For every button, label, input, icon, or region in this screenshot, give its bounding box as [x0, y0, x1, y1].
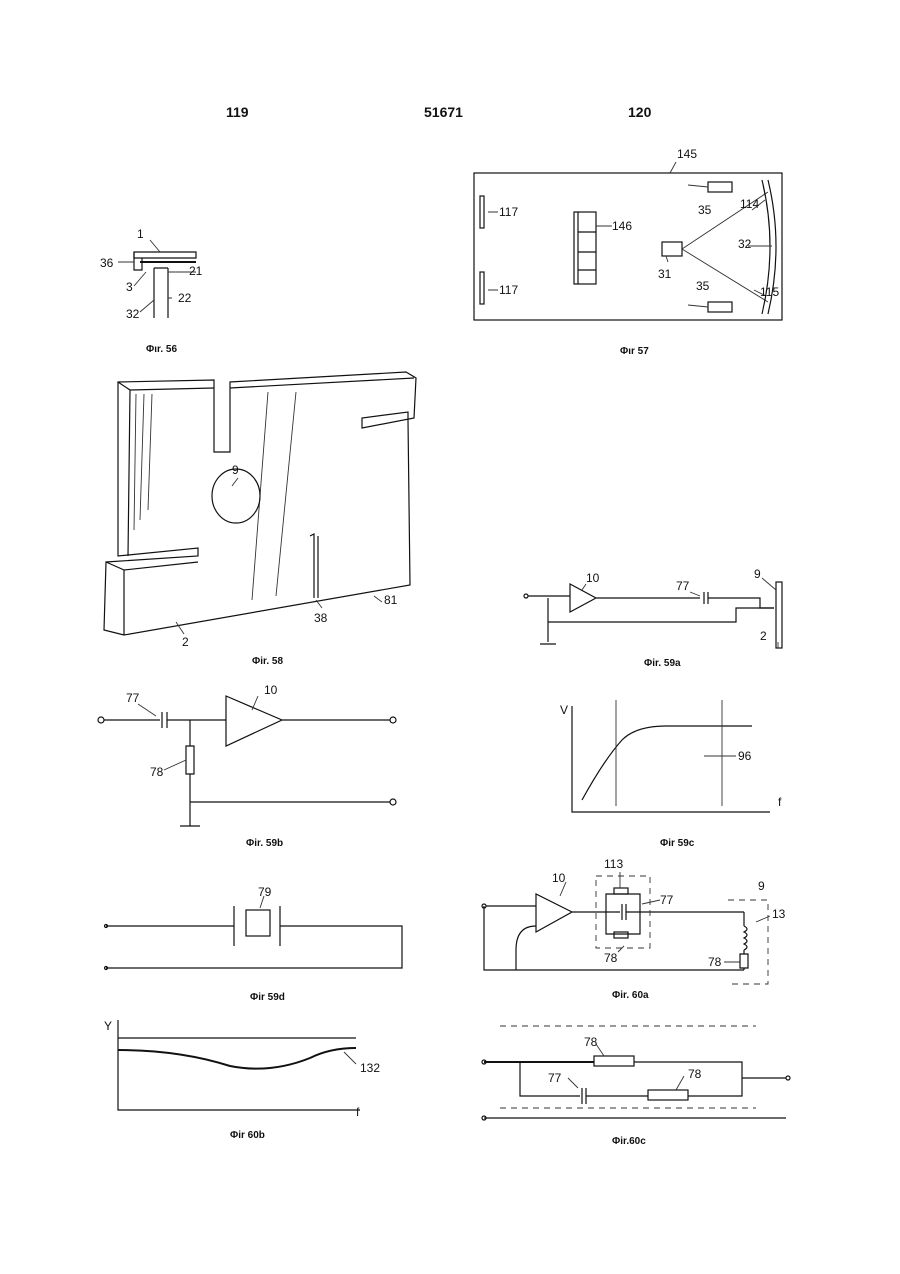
figure-60c: 78 77 78 Φir.60c — [482, 1026, 790, 1147]
fig57-label-114: 114 — [740, 197, 759, 211]
fig59d-caption: Φir 59d — [250, 992, 285, 1003]
fig59a-label-2: 2 — [760, 629, 767, 643]
fig59c-axis-y: V — [560, 703, 568, 717]
figure-59d: 79 Φir 59d — [105, 885, 403, 1003]
fig59b-label-10: 10 — [264, 683, 278, 697]
fig57-label-115: 115 — [760, 285, 779, 299]
fig60a-label-9: 9 — [758, 879, 765, 893]
fig58-label-38: 38 — [314, 611, 328, 625]
fig57-label-35b: 35 — [696, 279, 710, 293]
fig57-label-145: 145 — [677, 147, 697, 161]
fig60b-axis-y: Y — [104, 1019, 112, 1033]
fig60b-axis-x: f — [356, 1105, 360, 1119]
fig60a-label-77: 77 — [660, 893, 674, 907]
fig57-label-146: 146 — [612, 219, 632, 233]
fig60b-caption: Φir 60b — [230, 1130, 265, 1141]
fig60c-caption: Φir.60c — [612, 1136, 646, 1147]
fig60a-label-113: 113 — [604, 857, 623, 871]
figure-60a: 10 113 77 9 13 78 78 Φir. 60a — [482, 857, 786, 1001]
fig60a-label-13: 13 — [772, 907, 786, 921]
fig56-label-22: 22 — [178, 291, 192, 305]
fig60a-label-78a: 78 — [604, 951, 618, 965]
fig58-label-81: 81 — [384, 593, 398, 607]
fig60c-label-78a: 78 — [584, 1035, 598, 1049]
fig60c-label-78b: 78 — [688, 1067, 702, 1081]
fig56-label-1: 1 — [137, 227, 144, 241]
fig56-caption: Φιr. 56 — [146, 344, 177, 355]
fig58-label-9: 9 — [232, 463, 239, 477]
fig59a-label-10: 10 — [586, 571, 600, 585]
fig57-label-117b: 117 — [499, 283, 518, 297]
fig56-label-3: 3 — [126, 280, 133, 294]
figure-60b: Y f 132 Φir 60b — [104, 1019, 380, 1141]
fig59c-label-96: 96 — [738, 749, 752, 763]
fig57-label-35a: 35 — [698, 203, 712, 217]
fig59a-caption: Φir. 59a — [644, 658, 681, 669]
fig59b-caption: Φir. 59b — [246, 838, 283, 849]
figure-58: 9 38 81 2 Φir. 58 — [104, 372, 416, 667]
fig60c-label-77: 77 — [548, 1071, 562, 1085]
fig59a-label-9: 9 — [754, 567, 761, 581]
fig57-label-117a: 117 — [499, 205, 518, 219]
fig58-label-2: 2 — [182, 635, 189, 649]
fig59d-label-79: 79 — [258, 885, 272, 899]
fig60a-label-78b: 78 — [708, 955, 722, 969]
figure-59b: 77 10 78 Φir. 59b — [98, 683, 396, 849]
fig59b-label-78: 78 — [150, 765, 164, 779]
fig58-caption: Φir. 58 — [252, 656, 283, 667]
fig60b-label-132: 132 — [360, 1061, 380, 1075]
fig59c-axis-x: f — [778, 795, 782, 809]
fig57-label-32: 32 — [738, 237, 752, 251]
fig56-label-21: 21 — [189, 264, 203, 278]
fig59a-label-77: 77 — [676, 579, 690, 593]
figure-57: 145 117 146 35 114 32 31 117 35 115 Φιr … — [474, 147, 782, 357]
fig59c-caption: Φir 59c — [660, 838, 695, 849]
figure-59a: 10 77 9 2 Φir. 59a — [524, 567, 782, 669]
fig60a-label-10: 10 — [552, 871, 566, 885]
fig57-label-31: 31 — [658, 267, 672, 281]
fig56-label-36: 36 — [100, 256, 114, 270]
figure-59c: V f 96 Φir 59c — [560, 700, 782, 849]
figure-56: 1 36 21 3 22 32 Φιr. 56 — [100, 227, 203, 355]
fig60a-caption: Φir. 60a — [612, 990, 649, 1001]
fig57-caption: Φιr 57 — [620, 346, 649, 357]
fig59b-label-77: 77 — [126, 691, 140, 705]
fig56-label-32: 32 — [126, 307, 140, 321]
